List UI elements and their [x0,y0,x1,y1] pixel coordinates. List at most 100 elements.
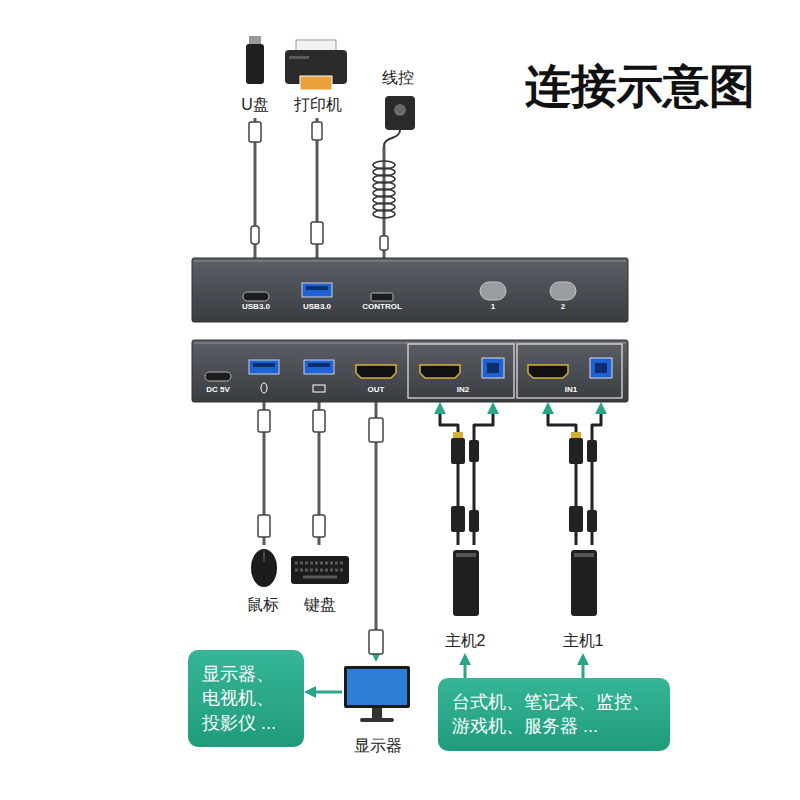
device-label: 键盘 [290,595,350,615]
usb-plug [587,440,597,462]
usb-plug [313,515,325,537]
keyboard-port-icon [313,385,325,392]
usb-a-tongue [253,363,275,367]
port-label: USB3.0 [292,302,342,312]
switch-button [480,282,506,300]
host-detail [456,553,476,557]
diagram-title: 连接示意图 [525,58,755,114]
monitor-icon [344,666,410,708]
mouse-icon [251,549,277,587]
remote-lead [384,130,400,146]
usb-b-core [487,363,499,373]
usb-plug [313,410,325,432]
remote-button [394,104,406,116]
hdmi-plug [569,438,583,464]
usb-plug [311,222,323,244]
device-label: 鼠标 [238,595,288,615]
usb-plug [469,440,479,462]
usb-drive-cap [249,36,261,45]
usb-plug [469,510,479,532]
usb-b-port [482,358,504,378]
device-node: 主机1 [556,545,610,653]
port-label: CONTROL [357,302,407,312]
port-label: 2 [538,302,588,312]
type-c-plug [251,226,259,244]
back-panel [192,340,628,402]
device-label: 打印机 [282,95,354,115]
info-box: 显示器、 电视机、 投影仪 ... [188,650,304,747]
input-group-frame [408,344,514,398]
port-label: 1 [468,302,518,312]
usb-a-port [302,283,332,297]
printer-detail [289,56,309,59]
signal-arrow [313,691,342,694]
keyboard-space [303,576,337,579]
monitor-base [360,718,394,722]
signal-arrow [582,662,585,678]
device-node: 线控 [372,66,424,146]
device-node: 主机2 [438,545,492,653]
usb-a-port [249,360,279,374]
keyboard-keys [295,562,345,565]
device-label: U盘 [232,95,278,115]
host-detail [574,553,594,557]
usb-a-tongue [308,363,330,367]
device-node: 鼠标 [238,545,288,619]
info-box: 台式机、笔记本、监控、 游戏机、服务器 ... [438,678,670,751]
usb-plug [258,515,270,537]
device-label: 线控 [372,68,424,88]
device-label: 显示器 [342,736,414,756]
hdmi-port [420,365,460,378]
monitor-screen [347,669,407,705]
info-text: 台式机、笔记本、监控、 游戏机、服务器 ... [452,690,658,739]
hdmi-port [528,365,568,378]
hdmi-plug [569,506,583,532]
device-label: 主机2 [438,631,492,651]
mini-usb-plug [380,236,388,250]
monitor-stand [372,708,382,718]
device-label: 主机1 [556,631,610,651]
host-icon [571,550,597,616]
mouse-wheel [263,551,265,562]
hdmi-plug [369,418,383,442]
port-label: USB3.0 [231,302,281,312]
usb-a-port [304,360,334,374]
type-c-port [243,292,269,301]
kvm-panel: USB3.0 USB3.0 CONTROL 1 2 [192,258,628,322]
port-label: DC 5V [193,385,243,395]
cable-coil [373,210,395,218]
port-label: IN2 [438,385,488,395]
usb-plug [587,510,597,532]
host-icon [453,550,479,616]
hdmi-plug [451,506,465,532]
usb-a-tongue [306,286,328,290]
mini-usb-port [371,293,393,301]
usb-plug [258,410,270,432]
device-node: 键盘 [290,545,350,619]
switch-button [550,282,576,300]
signal-arrow [464,662,467,678]
mouse-port-icon [261,383,267,393]
keyboard-keys [295,569,345,572]
keyboard-icon [291,556,349,584]
usb-b-core [595,363,607,373]
hdmi-plug [451,438,465,464]
usb-drive-icon [246,44,264,84]
device-node: 打印机 [282,34,354,118]
front-panel [192,258,628,322]
panel-highlight [194,260,626,262]
usb-plug [249,122,261,142]
info-text: 显示器、 电视机、 投影仪 ... [202,662,292,735]
usb-b-port [590,358,612,378]
input-group-frame [517,344,622,398]
port-label: IN1 [546,385,596,395]
hdmi-plug [369,630,383,654]
usb-b-plug [312,122,322,140]
port-label: OUT [351,385,401,395]
device-node: U盘 [232,34,278,118]
dc-port [205,372,231,381]
printer-photo [300,76,332,90]
device-node: 显示器 [342,662,414,756]
